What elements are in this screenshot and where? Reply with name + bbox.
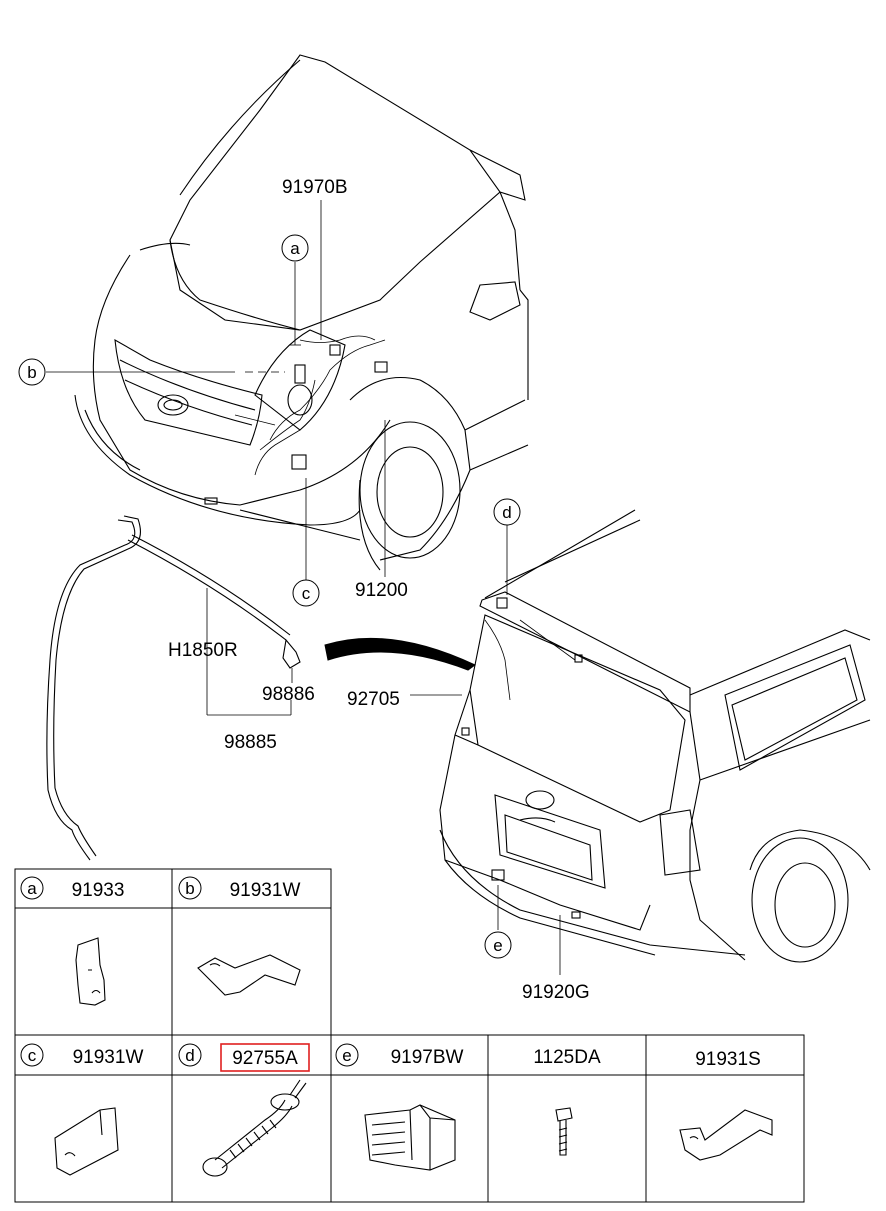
svg-text:c: c [302, 584, 311, 603]
leader-lines [46, 200, 561, 975]
svg-text:d: d [502, 503, 511, 522]
callout-91920G: 91920G [522, 982, 590, 1003]
cell-part-91933: 91933 [72, 880, 125, 901]
callout-91200: 91200 [355, 580, 408, 601]
cell-part-9197BW: 9197BW [391, 1047, 464, 1068]
front-vehicle-drawing [74, 54, 529, 571]
circle-c: c [292, 579, 320, 607]
pointer-arrow [324, 637, 476, 671]
cell-part-1125DA: 1125DA [533, 1047, 601, 1068]
bolt-icon [555, 1107, 573, 1156]
bracket-a-icon [75, 937, 106, 1006]
bracket-s-icon [679, 1109, 773, 1161]
parts-table-row2 [14, 1034, 805, 1203]
cell-letter-c: c [28, 1046, 37, 1065]
table-cell-b: b 91931W [178, 876, 301, 996]
circle-d: d [493, 498, 521, 526]
svg-text:b: b [27, 363, 36, 382]
callout-H1850R: H1850R [168, 640, 238, 661]
svg-text:a: a [290, 239, 300, 258]
svg-text:e: e [493, 936, 502, 955]
callout-92705: 92705 [347, 689, 400, 710]
connector-icon [364, 1104, 456, 1171]
callout-98886: 98886 [262, 684, 315, 705]
cell-part-91931W-1: 91931W [230, 880, 301, 901]
table-cell-91931S: 91931S [679, 1049, 773, 1161]
cell-part-91931W-2: 91931W [73, 1047, 144, 1068]
cell-letter-a: a [27, 879, 37, 898]
table-cell-a: a 91933 [20, 876, 125, 1006]
bracket-b-icon [197, 954, 301, 996]
callout-91970B: 91970B [282, 177, 348, 198]
table-cell-c: c 91931W [20, 1043, 144, 1176]
circle-b: b [18, 358, 46, 386]
cell-letter-d: d [185, 1046, 194, 1065]
cell-letter-b: b [185, 879, 194, 898]
circle-e: e [484, 931, 512, 959]
callout-98885: 98885 [224, 732, 277, 753]
rear-vehicle-drawing [439, 509, 871, 963]
table-cell-e: e 9197BW [335, 1043, 464, 1171]
cell-letter-e: e [342, 1046, 351, 1065]
cell-part-92755A: 92755A [232, 1048, 298, 1069]
cell-part-91931S: 91931S [695, 1049, 761, 1070]
grommet-icon [202, 1079, 307, 1177]
circle-a: a [281, 234, 309, 262]
highlight-box [220, 1043, 310, 1072]
washer-hose-drawing [46, 515, 301, 861]
table-cell-d: d 92755A [178, 1043, 310, 1177]
bracket-c-icon [54, 1107, 119, 1176]
table-cell-1125DA: 1125DA [533, 1047, 601, 1156]
